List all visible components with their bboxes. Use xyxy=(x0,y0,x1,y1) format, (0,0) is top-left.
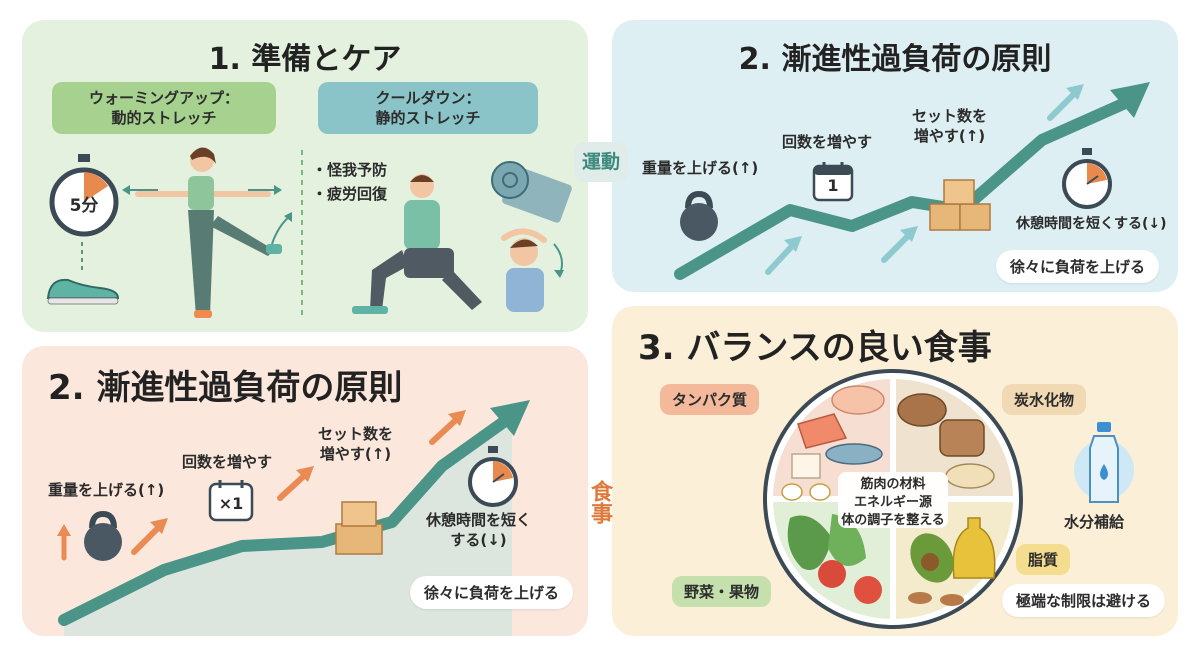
stopwatch-icon xyxy=(49,154,119,237)
calendar-icon xyxy=(812,162,854,202)
overload-top-pill: 徐々に負荷を上げる xyxy=(996,250,1160,283)
bullet-fatigue-recovery: ・疲労回復 xyxy=(312,185,388,203)
overload-bottom-title: 2. 漸進性過負荷の原則 xyxy=(48,368,403,408)
yoga-mat-icon xyxy=(491,161,572,223)
overload-top-reps-label: 回数を増やす xyxy=(782,133,873,151)
overload-bottom-weight-label: 重量を上げる(↑) xyxy=(48,481,165,499)
rest-timer-icon-bottom xyxy=(468,446,518,507)
diet-connector-text: 食事 xyxy=(587,480,612,524)
bullet-injury-prevention: ・怪我予防 xyxy=(312,161,388,179)
overload-bottom-rest-label: 休憩時間を短く する(↓) xyxy=(426,511,532,549)
exercise-connector: 運動 xyxy=(574,142,628,182)
sneakers-icon xyxy=(46,278,120,305)
calendar-icon-bottom xyxy=(208,480,254,522)
rest-timer-icon-top xyxy=(1062,148,1112,209)
cooldown-person-icon xyxy=(352,174,482,314)
overload-bottom-pill: 徐々に負荷を上げる xyxy=(410,576,574,609)
balanced-diet-panel: 3. バランスの良い食事 筋肉の材料 エネルギー源 体の調 xyxy=(612,306,1178,636)
overload-top-trend-arrow xyxy=(674,82,1150,280)
protein-tag: タンパク質 xyxy=(660,384,760,415)
water-bottle-icon xyxy=(1074,422,1134,503)
kettlebell-icon-bottom xyxy=(84,510,122,561)
veg-fruit-tag: 野菜・果物 xyxy=(672,576,772,607)
carbs-tag: 炭水化物 xyxy=(1002,384,1087,415)
overload-bottom-sets-label: セット数を 増やす(↑) xyxy=(318,425,394,463)
neck-stretch-person-icon xyxy=(501,228,564,312)
boxes-icon xyxy=(929,179,991,231)
water-label: 水分補給 xyxy=(1064,513,1125,531)
timer-label: 5分 xyxy=(69,196,99,216)
prep-care-panel: 1. 準備とケア ウォーミングアップ： 動的ストレッチ クールダウン： 静的スト… xyxy=(22,20,588,332)
prep-title: 1. 準備とケア xyxy=(208,42,402,77)
overload-bottom-reps-label: 回数を増やす xyxy=(182,453,273,471)
overload-top-weight-label: 重量を上げる(↑) xyxy=(642,159,759,177)
box-icon xyxy=(335,501,383,555)
kettlebell-icon xyxy=(680,190,718,241)
warmup-person-icon xyxy=(122,147,282,318)
cooldown-label: クールダウン： 静的ストレッチ xyxy=(318,82,538,134)
progressive-overload-panel-bottom: 2. 漸進性過負荷の原則 重量を上げる(↑) 回数を増やす ×1 セット数を 増… xyxy=(22,346,588,636)
diet-connector: 食事 xyxy=(584,452,614,532)
plate-center-energy: エネルギー源 xyxy=(853,495,932,510)
fat-tag: 脂質 xyxy=(1016,544,1071,575)
warmup-label: ウォーミングアップ： 動的ストレッチ xyxy=(52,82,276,134)
overload-top-sets-label: セット数を 増やす(↑) xyxy=(912,107,988,145)
overload-top-title: 2. 漸進性過負荷の原則 xyxy=(738,42,1052,77)
plate-center-condition: 体の調子を整える xyxy=(841,513,945,528)
plate-center-muscle: 筋肉の材料 xyxy=(860,477,926,492)
calendar-day: 1 xyxy=(827,176,839,195)
progressive-overload-panel-top: 2. 漸進性過負荷の原則 重量を上げる(↑) 回数を増やす 1 セット数を 増や… xyxy=(612,20,1178,292)
plate-icon xyxy=(763,369,1023,629)
overload-top-rest-label: 休憩時間を短くする(↓) xyxy=(1016,216,1167,232)
diet-title: 3. バランスの良い食事 xyxy=(638,328,992,368)
calendar-multiplier: ×1 xyxy=(218,494,244,513)
overload-bottom-trend-arrow xyxy=(57,400,530,636)
diet-pill: 極端な制限は避ける xyxy=(1002,584,1166,617)
